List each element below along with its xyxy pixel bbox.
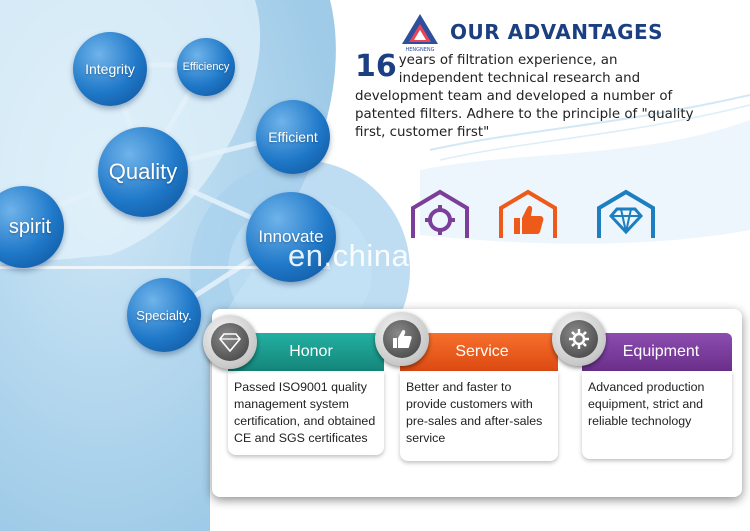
- card-honor-body: Passed ISO9001 quality management system…: [228, 371, 384, 455]
- bubble-quality: Quality: [98, 127, 188, 217]
- card-service: Service Better and faster to provide cus…: [400, 333, 558, 463]
- diamond-glyph: [218, 333, 242, 352]
- thumbs-up-glyph: [393, 329, 412, 348]
- diamond-icon-inner: [211, 323, 249, 361]
- svg-text:HENGNENG: HENGNENG: [405, 47, 434, 52]
- bubble-innovate-label: Innovate: [258, 227, 324, 246]
- bubble-integrity: Integrity: [73, 32, 147, 106]
- bubble-specialty-label: Specialty.: [136, 307, 192, 323]
- bubble-spirit-label: spirit: [8, 215, 52, 238]
- gear-icon: [552, 312, 606, 366]
- card-service-header: Service: [400, 333, 558, 371]
- bubble-efficiency-label: Efficiency: [182, 61, 230, 73]
- bubble-efficient: Efficient: [256, 100, 330, 174]
- card-equipment: Equipment Advanced production equipment,…: [582, 333, 732, 463]
- thumbs-up-house-icon: [499, 189, 557, 238]
- thumbs-up-icon-inner: [383, 320, 421, 358]
- gear-house-icon: [411, 189, 469, 238]
- thumbs-up-icon: [375, 312, 429, 366]
- bubble-innovate: Innovate: [246, 192, 336, 282]
- intro-text: years of filtration experience, an indep…: [355, 53, 694, 140]
- diamond-icon: [203, 315, 257, 369]
- intro-paragraph: 16 years of filtration experience, an in…: [355, 52, 700, 142]
- company-logo: HENGNENG: [402, 14, 438, 52]
- card-equipment-header: Equipment: [582, 333, 732, 371]
- card-service-body: Better and faster to provide customers w…: [400, 371, 558, 461]
- page-title: OUR ADVANTAGES: [450, 20, 664, 44]
- bubble-efficient-label: Efficient: [268, 129, 318, 145]
- card-honor-title: Honor: [289, 343, 333, 360]
- gear-glyph: [569, 329, 589, 349]
- bubble-efficiency: Efficiency: [177, 38, 235, 96]
- diamond-house-icon: [597, 189, 655, 238]
- card-equipment-title: Equipment: [622, 343, 700, 360]
- years-number: 16: [355, 49, 397, 84]
- card-service-title: Service: [455, 343, 509, 360]
- bubble-quality-label: Quality: [108, 159, 178, 184]
- watermark: en.china.cn: [288, 238, 453, 273]
- bubble-spirit: spirit: [0, 186, 64, 268]
- gear-icon-inner: [560, 320, 598, 358]
- header: HENGNENG OUR ADVANTAGES: [400, 12, 663, 52]
- bubble-specialty: Specialty.: [127, 278, 201, 352]
- card-equipment-body: Advanced production equipment, strict an…: [582, 371, 732, 459]
- bubble-integrity-label: Integrity: [85, 61, 135, 77]
